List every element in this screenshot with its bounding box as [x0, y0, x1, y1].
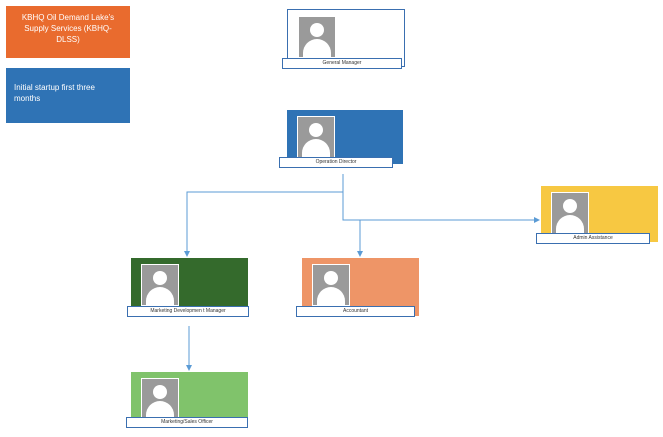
person-silhouette-icon — [551, 192, 589, 234]
node-accountant[interactable]: Accountant — [296, 258, 419, 317]
legend-company-text: KBHQ Oil Demand Lake’s Supply Services (… — [21, 13, 115, 44]
legend-phase-box: Initial startup first three months — [6, 68, 130, 123]
node-marketing-development-manager[interactable]: Marketing Developmen t Manager — [127, 258, 249, 317]
node-title-admin-assistance: Admin Assistance — [536, 233, 650, 244]
node-general-manager[interactable]: General Manager — [282, 9, 405, 69]
person-silhouette-icon — [141, 264, 179, 306]
node-title-accountant: Accountant — [296, 306, 415, 317]
node-operation-director[interactable]: Operation Director — [279, 110, 403, 168]
node-title-operation-director: Operation Director — [279, 157, 393, 168]
person-silhouette-icon — [141, 378, 179, 420]
connector-od-to-md — [184, 174, 344, 257]
legend-phase-text: Initial startup first three months — [14, 83, 95, 103]
node-marketing-sales-officer[interactable]: Marketing/Sales Officer — [126, 372, 248, 428]
node-title-marketing-sales-officer: Marketing/Sales Officer — [126, 417, 248, 428]
node-title-marketing-manager: Marketing Developmen t Manager — [127, 306, 249, 317]
connector-od-to-acc — [342, 192, 363, 257]
person-silhouette-icon — [298, 16, 336, 58]
person-silhouette-icon — [297, 116, 335, 158]
person-silhouette-icon — [312, 264, 350, 306]
node-admin-assistance[interactable]: Admin Assistance — [536, 186, 658, 244]
node-title-general-manager: General Manager — [282, 58, 402, 69]
legend-company-box: KBHQ Oil Demand Lake’s Supply Services (… — [6, 6, 130, 58]
